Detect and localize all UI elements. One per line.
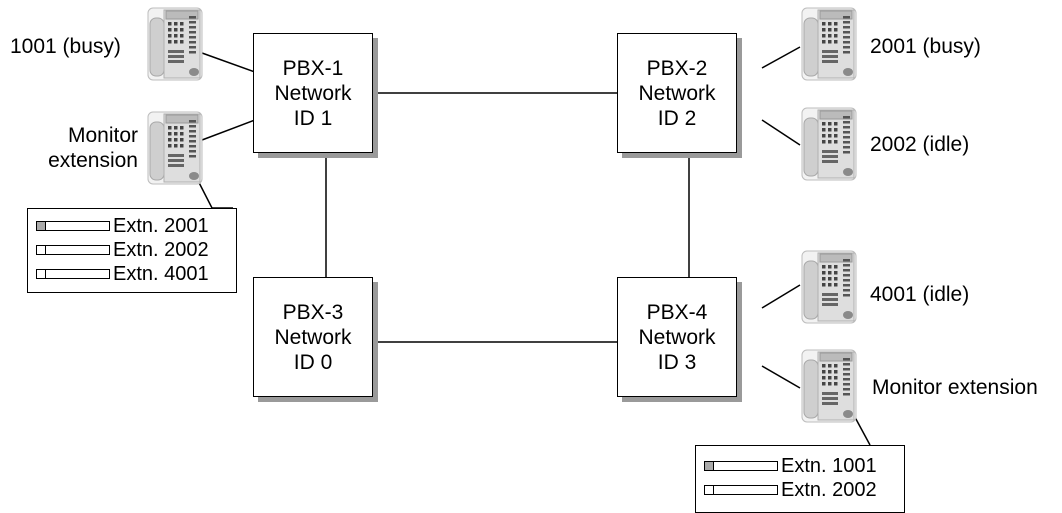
dss-row: Extn. 1001: [704, 455, 904, 477]
dss-label: Extn. 2002: [113, 239, 209, 261]
dss-row: Extn. 2002: [36, 239, 236, 261]
dss-label: Extn. 1001: [781, 455, 877, 477]
label-monitor-left-1: Monitor: [67, 124, 138, 147]
dss-key: [714, 461, 778, 471]
phone-icon: [800, 344, 858, 424]
wire-monitor-left: [201, 119, 256, 141]
dss-row: Extn. 4001: [36, 263, 236, 285]
pbx-4-box: PBX-4 Network ID 3: [617, 277, 737, 397]
pbx-4-name: PBX-4: [646, 300, 708, 324]
dss-key: [46, 221, 110, 231]
label-2001: 2001 (busy): [870, 35, 981, 58]
pbx-3-name: PBX-3: [282, 300, 344, 324]
label-monitor-right: Monitor extension: [872, 376, 1038, 399]
pbx-1-box: PBX-1 Network ID 1: [253, 33, 373, 153]
pbx-2-network: Network: [638, 81, 716, 105]
dss-row: Extn. 2002: [704, 479, 904, 501]
dss-key: [46, 245, 110, 255]
dss-key: [714, 485, 778, 495]
phone-icon: [800, 245, 858, 325]
wire-monitor-right: [761, 365, 801, 389]
label-monitor-left-2: extension: [48, 149, 138, 172]
dss-key: [46, 269, 110, 279]
lamp-indicator: [36, 269, 46, 279]
label-2002: 2002 (idle): [870, 133, 970, 156]
dss-panel-left: Extn. 2001 Extn. 2002 Extn. 4001: [27, 208, 237, 293]
pbx-3-box: PBX-3 Network ID 0: [253, 277, 373, 397]
phone-icon: [146, 2, 204, 82]
pbx-1-network: Network: [274, 81, 352, 105]
lamp-indicator: [36, 221, 46, 231]
pbx-2-name: PBX-2: [646, 56, 708, 80]
pbx-4-network: Network: [638, 325, 716, 349]
phone-icon: [800, 102, 858, 182]
pbx-2-box: PBX-2 Network ID 2: [617, 33, 737, 153]
lamp-indicator: [704, 485, 714, 495]
pbx-1-id: ID 1: [293, 106, 333, 130]
wire-4001: [761, 284, 801, 309]
lamp-indicator: [704, 461, 714, 471]
dss-label: Extn. 2001: [113, 215, 209, 237]
wire-1001: [201, 52, 256, 73]
pbx-3-id: ID 0: [293, 350, 333, 374]
wire-2002: [761, 119, 801, 146]
pbx-2-id: ID 2: [657, 106, 697, 130]
dss-row: Extn. 2001: [36, 215, 236, 237]
label-4001: 4001 (idle): [870, 283, 970, 306]
pbx-1-name: PBX-1: [282, 56, 344, 80]
lamp-indicator: [36, 245, 46, 255]
dss-label: Extn. 2002: [781, 479, 877, 501]
label-1001: 1001 (busy): [10, 35, 121, 58]
phone-icon: [146, 106, 204, 186]
pbx-4-id: ID 3: [657, 350, 697, 374]
pbx-3-network: Network: [274, 325, 352, 349]
wire-2001: [761, 46, 801, 69]
dss-panel-right: Extn. 1001 Extn. 2002: [695, 445, 905, 513]
dss-label: Extn. 4001: [113, 263, 209, 285]
phone-icon: [800, 2, 858, 82]
